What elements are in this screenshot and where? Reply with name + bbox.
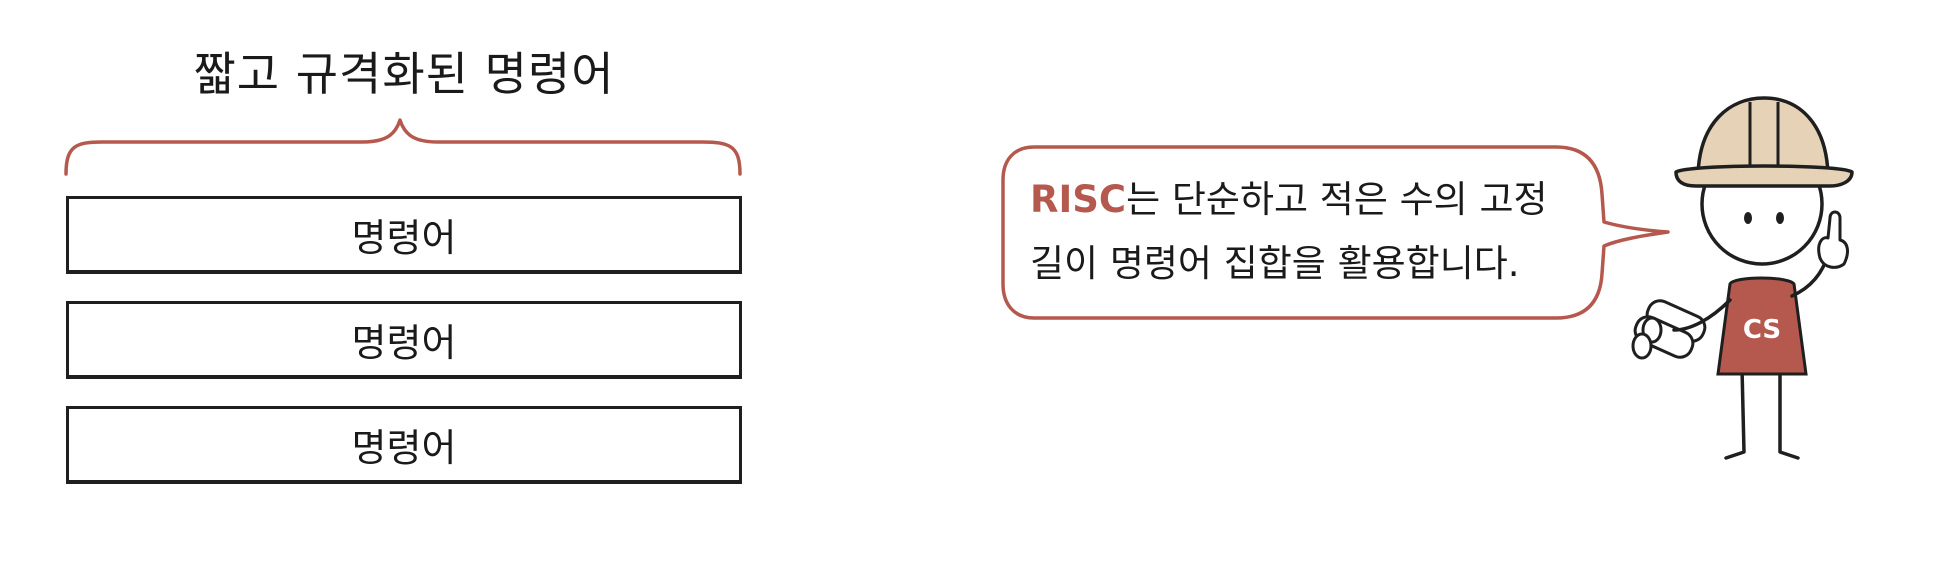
instruction-label: 명령어	[351, 426, 457, 470]
instruction-box: 명령어	[66, 196, 742, 274]
helmet-icon	[1674, 96, 1854, 188]
speech-text: RISC는 단순하고 적은 수의 고정 길이 명령어 집합을 활용합니다.	[1030, 168, 1590, 296]
instruction-box: 명령어	[66, 406, 742, 484]
instruction-label: 명령어	[351, 321, 457, 365]
speech-line-1: RISC는 단순하고 적은 수의 고정	[1030, 168, 1590, 232]
shirt-label: CS	[1743, 315, 1781, 345]
instruction-label: 명령어	[351, 216, 457, 260]
risc-highlight: RISC	[1030, 178, 1127, 221]
construction-worker-icon: CS	[1631, 96, 1854, 460]
blueprint-roll-icon	[1631, 299, 1707, 360]
curly-brace	[64, 118, 742, 176]
diagram-title: 짧고 규격화된 명령어	[193, 47, 615, 101]
speech-line-1-rest: 는 단순하고 적은 수의 고정	[1126, 178, 1548, 221]
speech-bubble	[1001, 145, 1670, 320]
speech-line-2: 길이 명령어 집합을 활용합니다.	[1030, 242, 1520, 285]
instruction-box: 명령어	[66, 301, 742, 379]
